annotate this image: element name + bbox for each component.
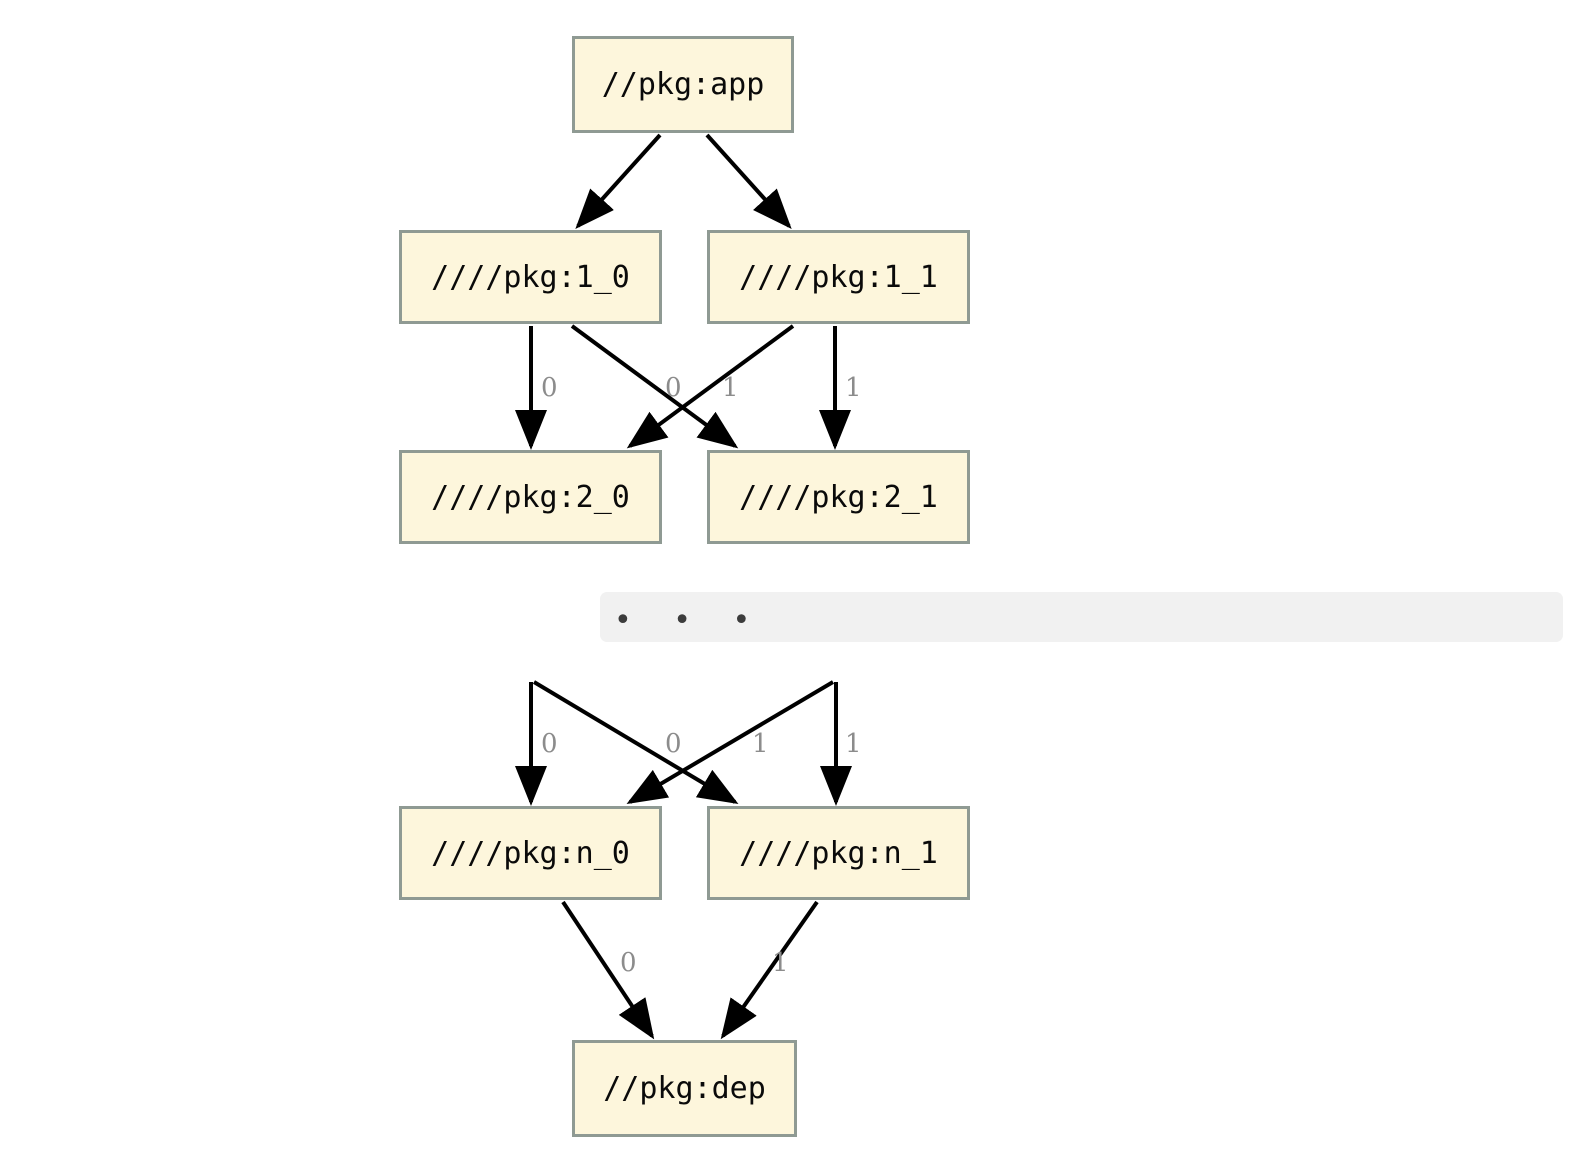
graph-node-app[interactable]: //pkg:app bbox=[572, 36, 794, 133]
graph-node-label: ////pkg:1_1 bbox=[739, 259, 938, 295]
ellipsis-dots: • • • bbox=[614, 603, 767, 638]
graph-node-label: ////pkg:1_0 bbox=[431, 259, 630, 295]
graph-node-label: ////pkg:2_1 bbox=[739, 479, 938, 515]
graph-node-l2_0[interactable]: ////pkg:2_0 bbox=[399, 450, 662, 544]
graph-node-ln_1[interactable]: ////pkg:n_1 bbox=[707, 806, 970, 900]
graph-node-label: ////pkg:n_1 bbox=[739, 835, 938, 871]
graph-edge bbox=[626, 324, 795, 449]
edge-label: 1 bbox=[722, 373, 739, 403]
graph-edge bbox=[705, 133, 792, 229]
edge-group bbox=[515, 133, 852, 1040]
edge-label: 1 bbox=[845, 729, 862, 759]
graph-edge bbox=[575, 133, 662, 229]
graph-node-dep[interactable]: //pkg:dep bbox=[572, 1040, 797, 1137]
graph-node-label: //pkg:app bbox=[601, 67, 765, 102]
edge-label: 1 bbox=[772, 948, 789, 978]
edge-label: 0 bbox=[620, 948, 637, 978]
edge-label: 0 bbox=[541, 373, 558, 403]
graph-node-label: ////pkg:n_0 bbox=[431, 835, 630, 871]
ellipsis-band: • • • bbox=[600, 592, 1563, 642]
graph-edge bbox=[626, 680, 835, 805]
edge-label: 1 bbox=[845, 373, 862, 403]
graph-edge bbox=[720, 900, 819, 1040]
edge-label: 0 bbox=[665, 373, 682, 403]
edge-label: 1 bbox=[752, 729, 769, 759]
graph-node-l1_0[interactable]: ////pkg:1_0 bbox=[399, 230, 662, 324]
graph-edge bbox=[561, 900, 655, 1040]
graph-edge bbox=[532, 680, 739, 805]
graph-edge bbox=[570, 324, 739, 449]
graph-node-ln_0[interactable]: ////pkg:n_0 bbox=[399, 806, 662, 900]
graph-node-l2_1[interactable]: ////pkg:2_1 bbox=[707, 450, 970, 544]
edge-label: 0 bbox=[541, 729, 558, 759]
graph-node-l1_1[interactable]: ////pkg:1_1 bbox=[707, 230, 970, 324]
graph-node-label: ////pkg:2_0 bbox=[431, 479, 630, 515]
graph-node-label: //pkg:dep bbox=[603, 1071, 766, 1106]
edge-label: 0 bbox=[665, 729, 682, 759]
